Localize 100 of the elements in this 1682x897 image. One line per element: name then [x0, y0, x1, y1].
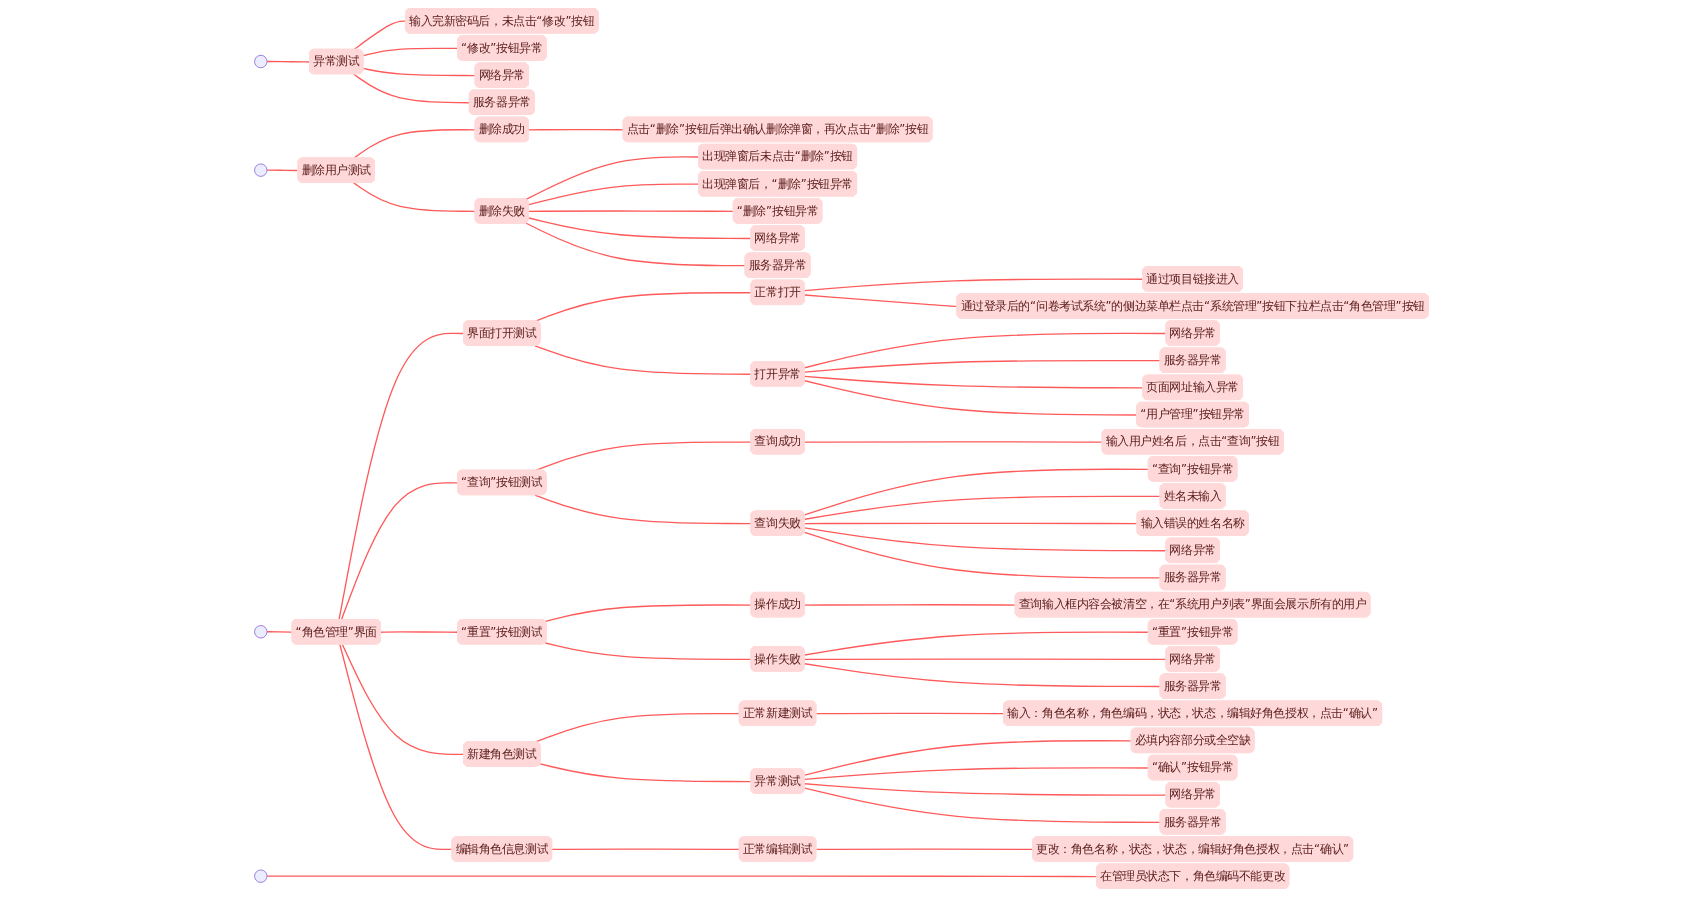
connector [362, 47, 459, 57]
connector [265, 60, 311, 63]
connector [544, 604, 752, 623]
connector [362, 67, 476, 77]
topic-box: 新建角色测试 [462, 741, 541, 767]
connector [525, 222, 746, 267]
connector [544, 642, 752, 661]
topic-box: 输入完新密码后，未点击“修改”按钮 [404, 8, 599, 34]
topic-box: 编辑角色信息测试 [451, 836, 552, 862]
connector [527, 210, 734, 212]
connector [803, 783, 1167, 796]
connector [803, 631, 1149, 656]
connector [803, 294, 958, 308]
connector [803, 332, 1167, 369]
connector [527, 217, 752, 240]
connector [525, 156, 700, 201]
connector [533, 494, 752, 525]
topic-box: 异常测试 [749, 768, 805, 794]
topic-box: 查询失败 [749, 510, 805, 536]
topic-box: 删除成功 [474, 116, 529, 143]
topic-box: 网络异常 [1165, 646, 1220, 672]
topic-box: 网络异常 [1165, 537, 1220, 563]
topic-box: 通过登录后的“问卷考试系统”的侧边菜单栏点击“系统管理”按钮下拉栏点击“角色管理”按钮 [956, 293, 1429, 319]
topic-box: 网络异常 [1165, 782, 1220, 808]
connector [803, 663, 1161, 688]
topic-box: 查询输入框内容会被清空，在“系统用户列表”界面会展示所有的用户 [1014, 591, 1370, 618]
topic-box: “查询”按钮测试 [456, 469, 547, 496]
topic-box: 输入：角色名称，角色编码，状态，状态，编辑好角色授权，点击“确认” [1002, 700, 1382, 726]
topic-box: 输入用户姓名后，点击“查询”按钮 [1101, 429, 1284, 455]
topic-box: “重置”按钮异常 [1147, 619, 1237, 645]
connector [803, 380, 1138, 416]
topic-box: 点击“删除”按钮后弹出确认删除弹窗，再次点击“删除”按钮 [622, 116, 933, 143]
topic-box: 服务器异常 [744, 252, 811, 278]
connector [379, 631, 459, 633]
topic-box: 正常打开 [749, 279, 805, 306]
topic-box: 网络异常 [1165, 320, 1220, 346]
connector [803, 441, 1103, 443]
topic-box: 更改：角色名称，状态，状态，编辑好角色授权，点击“确认” [1031, 836, 1353, 862]
connector [803, 604, 1016, 606]
connector [527, 128, 624, 131]
topic-box: 出现弹窗后，“删除”按钮异常 [697, 171, 857, 197]
topic-box: 页面网址输入异常 [1141, 374, 1243, 401]
connector [803, 375, 1144, 389]
connector [337, 332, 465, 621]
connector [352, 73, 470, 104]
topic-box: 网络异常 [474, 62, 529, 88]
connector [803, 495, 1161, 520]
topic-box: “确认”按钮异常 [1147, 754, 1237, 781]
connector [340, 482, 459, 621]
connector [803, 787, 1161, 823]
connector [265, 169, 299, 172]
topic-box: “修改”按钮异常 [456, 35, 547, 61]
connector [815, 712, 1005, 715]
connector [815, 848, 1034, 851]
connector [803, 767, 1149, 781]
connector [803, 527, 1167, 552]
topic-box: “角色管理”界面 [291, 619, 381, 645]
topic-box: 网络异常 [749, 225, 805, 251]
topic-box: 异常测试 [308, 48, 363, 75]
connector [803, 359, 1161, 373]
topic-box: 出现弹窗后未点击“删除”按钮 [697, 143, 857, 170]
connector [265, 875, 1098, 878]
connector [539, 763, 752, 783]
connector [527, 183, 700, 206]
topic-box: 打开异常 [749, 361, 805, 387]
connector [803, 740, 1132, 776]
topic-box: 正常编辑测试 [738, 836, 816, 862]
connector [803, 531, 1161, 579]
topic-box: 查询成功 [749, 429, 805, 455]
topic-box: 服务器异常 [1159, 347, 1226, 373]
topic-box: 界面打开测试 [462, 320, 541, 346]
connector [352, 182, 476, 212]
connector [338, 643, 453, 851]
topic-box: 删除用户测试 [297, 157, 375, 183]
connector [803, 658, 1167, 661]
topic-box: 操作失败 [749, 646, 805, 672]
connector [803, 278, 1144, 292]
topic-box: 服务器异常 [1159, 809, 1226, 835]
topic-box: 服务器异常 [468, 89, 535, 115]
topic-box: 服务器异常 [1159, 564, 1226, 591]
connector [341, 643, 465, 756]
topic-box: 正常新建测试 [738, 700, 816, 726]
topic-box: “查询”按钮异常 [1147, 456, 1237, 482]
topic-box: 服务器异常 [1159, 673, 1226, 699]
topic-box: “删除”按钮异常 [732, 198, 822, 224]
connector [265, 631, 293, 633]
connector [803, 522, 1138, 525]
topic-box: 删除失败 [474, 198, 529, 224]
connector [533, 345, 752, 375]
topic-box: 必填内容部分或全空缺 [1130, 727, 1255, 754]
topic-box: 姓名未输入 [1159, 483, 1226, 509]
topic-box: “重置”按钮测试 [456, 619, 547, 645]
topic-box: “用户管理”按钮异常 [1135, 401, 1249, 428]
connector [551, 848, 740, 851]
connector [352, 20, 407, 51]
topic-box: 操作成功 [749, 591, 805, 618]
topic-box: 输入错误的姓名名称 [1136, 510, 1249, 536]
topic-box: 在管理员状态下，角色编码不能更改 [1095, 863, 1289, 889]
connector [803, 468, 1149, 516]
topic-box: 通过项目链接进入 [1141, 266, 1243, 292]
